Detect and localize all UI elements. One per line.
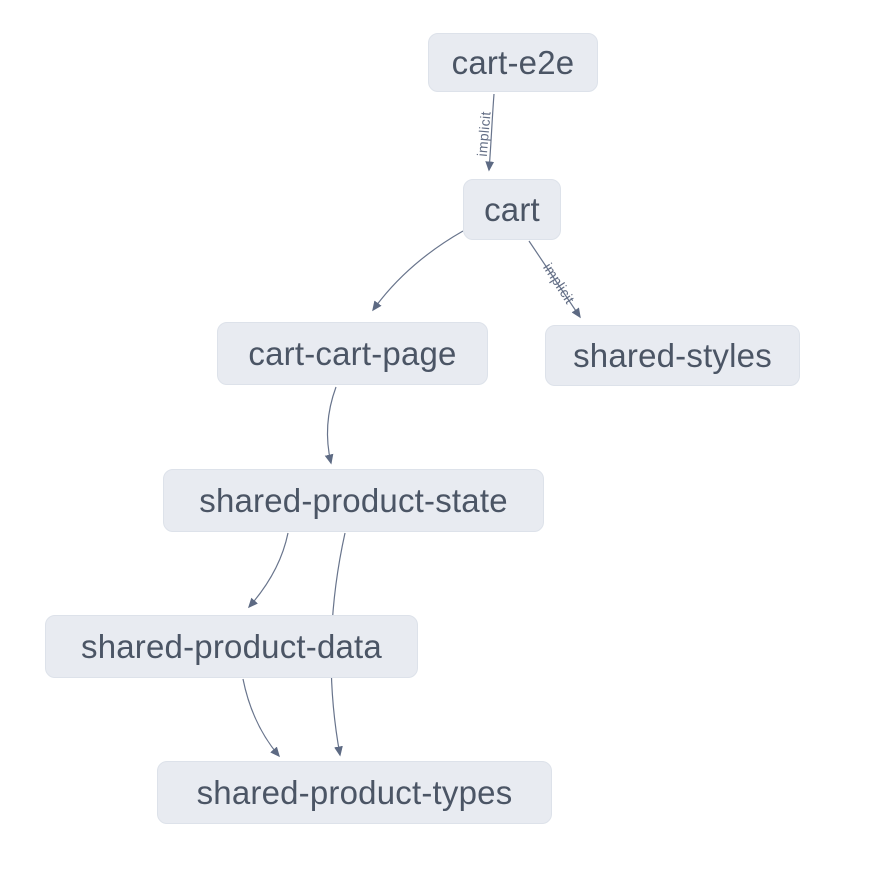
graph-node-label: shared-styles — [573, 336, 772, 374]
graph-node-label: shared-product-state — [199, 481, 508, 519]
edge-cart-to-cart-cart-page — [372, 230, 464, 312]
graph-node-shared-product-types[interactable]: shared-product-types — [157, 761, 552, 824]
edge-shared-product-state-to-shared-product-data — [248, 532, 289, 609]
graph-node-label: cart — [484, 190, 540, 228]
edge-label-cart-to-shared-styles: implicit — [540, 260, 578, 307]
graph-node-shared-product-state[interactable]: shared-product-state — [163, 469, 544, 532]
edge-label-cart-e2e-to-cart: implicit — [474, 111, 494, 157]
graph-node-cart-cart-page[interactable]: cart-cart-page — [217, 322, 488, 385]
edge-shared-product-data-to-shared-product-types — [242, 678, 280, 758]
edge-cart-e2e-to-cart — [485, 93, 495, 172]
graph-node-label: shared-product-data — [81, 627, 382, 665]
edge-cart-to-shared-styles — [528, 240, 581, 319]
graph-node-shared-product-data[interactable]: shared-product-data — [45, 615, 418, 678]
graph-node-label: cart-e2e — [451, 43, 575, 81]
edge-cart-cart-page-to-shared-product-state — [324, 386, 337, 465]
graph-node-cart-e2e[interactable]: cart-e2e — [428, 33, 598, 92]
graph-node-cart[interactable]: cart — [463, 179, 561, 240]
graph-node-label: shared-product-types — [196, 773, 513, 811]
graph-node-label: cart-cart-page — [248, 334, 457, 372]
graph-node-shared-styles[interactable]: shared-styles — [545, 325, 800, 386]
